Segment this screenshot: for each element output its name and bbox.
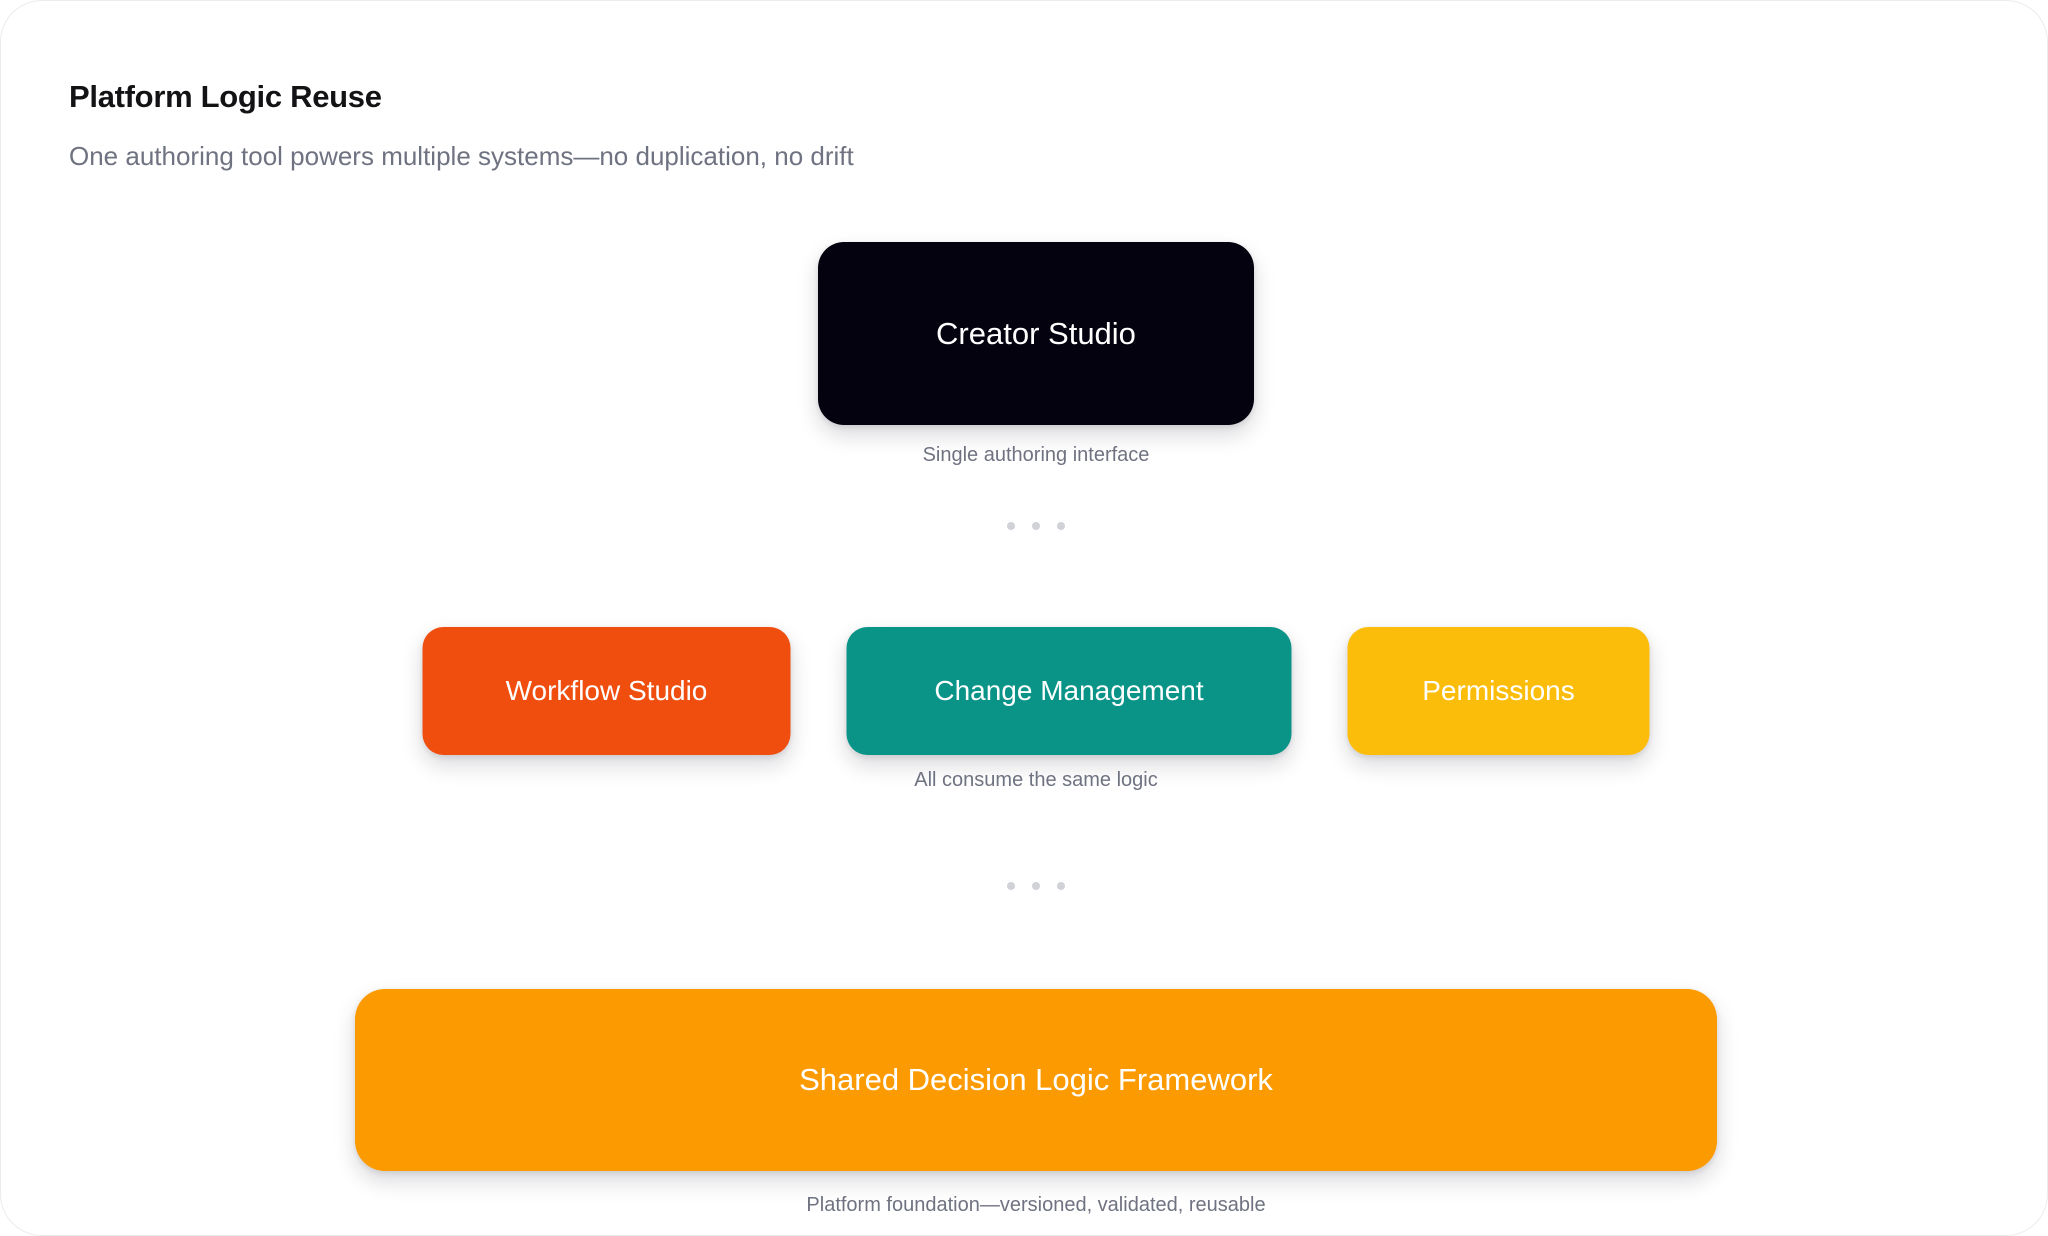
node-permissions: Permissions xyxy=(1347,627,1650,755)
node-workflow-studio: Workflow Studio xyxy=(422,627,791,755)
node-creator-studio-label: Creator Studio xyxy=(936,315,1136,351)
connector-dot xyxy=(1007,522,1015,530)
foundation-layer-row: Shared Decision Logic Framework xyxy=(355,989,1717,1171)
caption-authoring-layer: Single authoring interface xyxy=(922,444,1150,466)
connector-dots xyxy=(1007,882,1065,890)
header: Platform Logic Reuse One authoring tool … xyxy=(69,77,854,172)
node-shared-decision-logic-framework-label: Shared Decision Logic Framework xyxy=(799,1062,1273,1097)
connector-dot xyxy=(1032,882,1040,890)
node-creator-studio: Creator Studio xyxy=(818,242,1254,425)
page-title: Platform Logic Reuse xyxy=(69,79,382,114)
caption-foundation-layer: Platform foundation—versioned, validated… xyxy=(806,1194,1266,1216)
node-shared-decision-logic-framework: Shared Decision Logic Framework xyxy=(355,989,1717,1171)
connector-dots xyxy=(1007,522,1065,530)
page-subtitle: One authoring tool powers multiple syste… xyxy=(69,141,854,171)
consumer-layer-row: Workflow Studio Change Management Permis… xyxy=(422,627,1650,755)
node-change-management-label: Change Management xyxy=(934,675,1204,706)
connector-dot xyxy=(1032,522,1040,530)
caption-consumer-layer: All consume the same logic xyxy=(914,769,1158,791)
connector-dot xyxy=(1007,882,1015,890)
connector-dot xyxy=(1057,522,1065,530)
connector-dot xyxy=(1057,882,1065,890)
authoring-layer-row: Creator Studio xyxy=(818,242,1254,425)
node-workflow-studio-label: Workflow Studio xyxy=(505,675,708,706)
node-permissions-label: Permissions xyxy=(1422,675,1575,706)
node-change-management: Change Management xyxy=(846,627,1292,755)
